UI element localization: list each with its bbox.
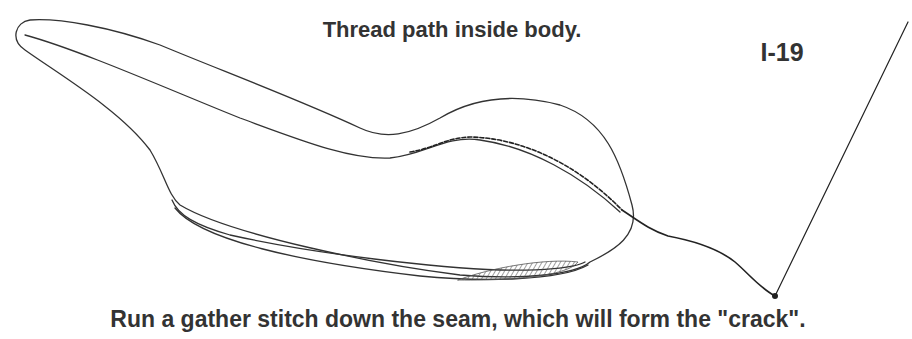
seam-line xyxy=(25,35,620,212)
thread-outside xyxy=(622,210,775,296)
thread-knot xyxy=(772,293,778,299)
crack-hatching xyxy=(458,261,578,280)
figure-number: I-19 xyxy=(758,38,805,67)
diagram-title: Thread path inside body. xyxy=(321,17,584,43)
belly-outline xyxy=(172,200,585,270)
thread-path-inside xyxy=(410,137,622,210)
body-outline xyxy=(16,20,634,277)
belly-underside xyxy=(175,208,588,279)
diagram-caption: Run a gather stitch down the seam, which… xyxy=(108,306,807,333)
